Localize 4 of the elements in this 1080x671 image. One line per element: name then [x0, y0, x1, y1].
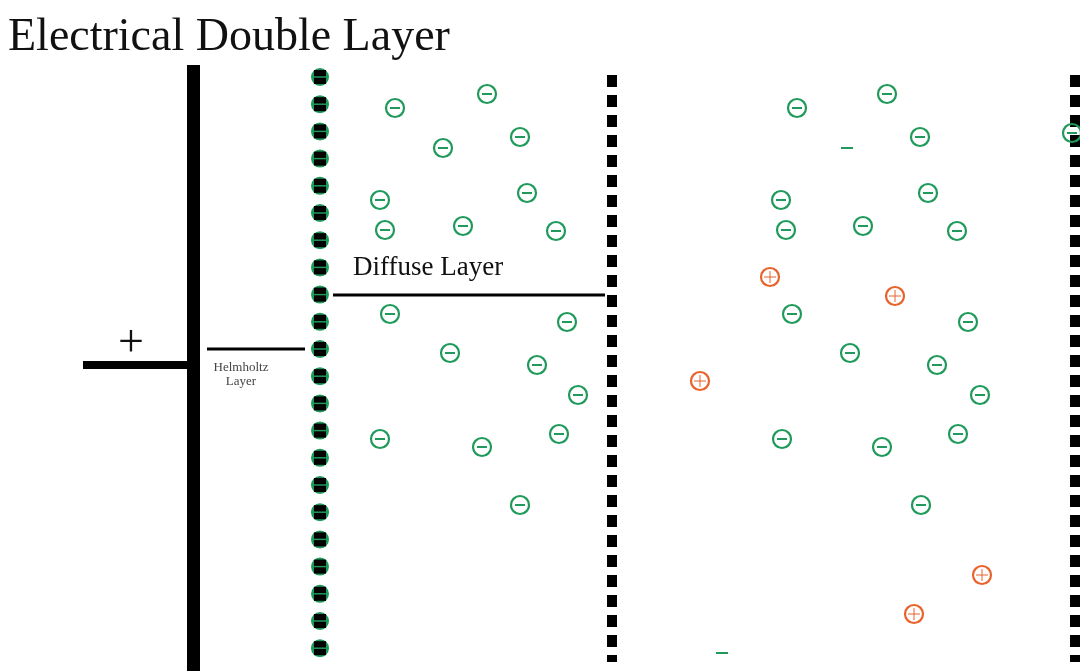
layer-label: Helmholtz Layer — [212, 360, 270, 389]
title: Electrical Double Layer — [8, 12, 450, 58]
layer-label: Diffuse Layer — [353, 252, 504, 282]
charge-sign: + — [118, 316, 144, 367]
